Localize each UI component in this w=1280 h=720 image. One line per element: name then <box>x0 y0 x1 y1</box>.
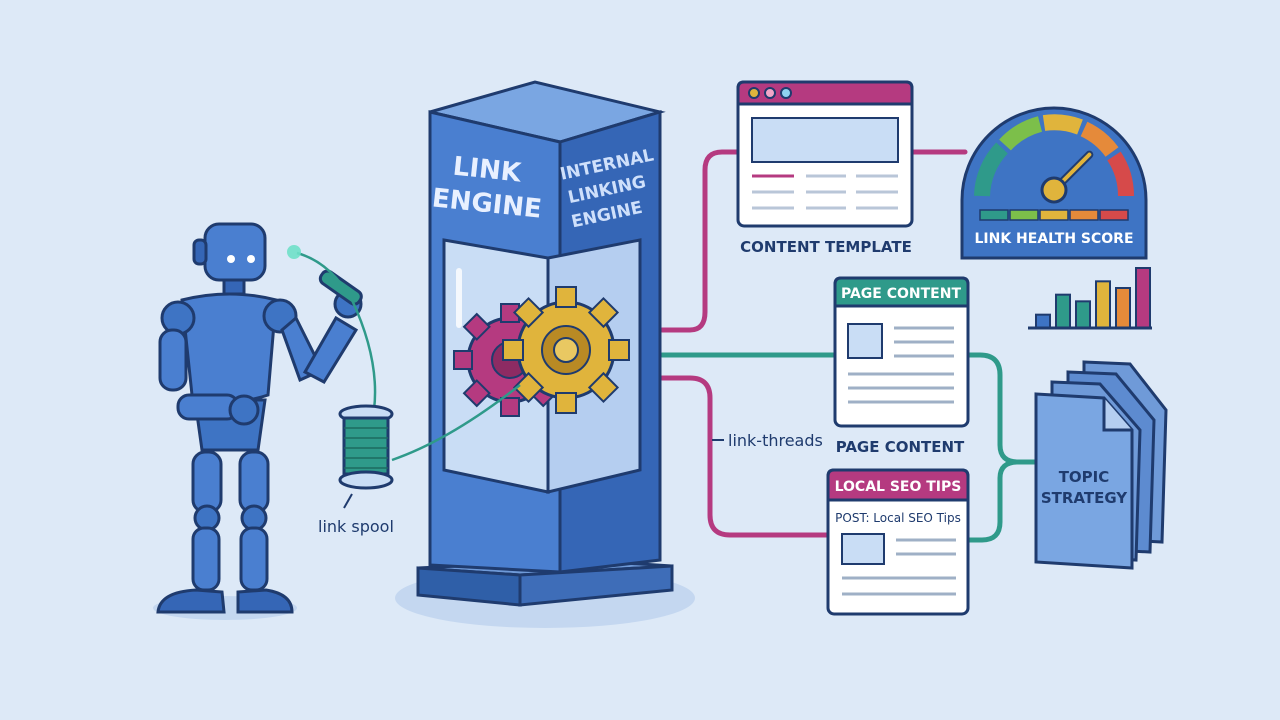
robot-foot-left <box>156 588 226 614</box>
thread-seo-to-topic <box>965 459 1021 543</box>
thread-to-template <box>659 149 741 333</box>
link-spool <box>338 404 394 490</box>
mini-bar <box>1135 267 1151 329</box>
robot-head <box>203 222 267 282</box>
robot-neck <box>222 278 246 296</box>
gear-icon-gold <box>502 286 630 414</box>
robot-forearm-right <box>302 315 359 384</box>
page-content-caption: PAGE CONTENT <box>836 438 965 456</box>
gauge-arc-segment <box>1080 121 1119 157</box>
mini-bar-chart <box>1028 267 1152 330</box>
robot-knee-right <box>240 504 268 532</box>
thread-page-to-topic <box>965 352 1043 465</box>
link-health-score-label: LINK HEALTH SCORE <box>974 231 1133 247</box>
link-spool-label: link spool <box>318 517 394 536</box>
mini-bar <box>1075 300 1091 330</box>
local-seo-card <box>826 468 970 616</box>
gauge-arc-segment <box>1042 114 1083 135</box>
gauge-arc-segment <box>1107 151 1135 197</box>
robot-knee-left <box>193 504 221 532</box>
mini-bar <box>1055 293 1071 329</box>
content-template-caption: CONTENT TEMPLATE <box>740 238 912 256</box>
spool-pointer <box>343 493 353 509</box>
gauge-scale-blocks <box>979 209 1129 221</box>
window-dot-icon <box>764 87 776 99</box>
link-threads <box>659 149 1043 543</box>
content-template-card <box>736 80 914 228</box>
robot-torso <box>180 292 278 403</box>
robot-shin-left <box>191 526 221 592</box>
mini-bar <box>1095 280 1111 330</box>
thread-strand-to-gear <box>391 384 521 462</box>
window-dot-icon <box>748 87 760 99</box>
robot-hand-left <box>228 394 260 426</box>
robot-ear <box>192 238 208 266</box>
robot-shin-right <box>239 526 269 592</box>
gauge-arc-segment <box>999 116 1043 151</box>
robot-upper-arm-left <box>158 328 188 392</box>
tower-base-side <box>518 564 674 607</box>
thread-strand <box>296 251 377 411</box>
page-content-header: PAGE CONTENT <box>841 286 961 302</box>
thread-tool <box>318 269 363 306</box>
topic-strategy-folders <box>1034 360 1168 570</box>
image-placeholder-icon <box>847 323 883 359</box>
bars-group <box>1035 267 1151 330</box>
topic-strategy-line1: TOPIC <box>1059 468 1110 486</box>
mini-bar <box>1115 287 1131 329</box>
window-dot-icon <box>780 87 792 99</box>
robot-thigh-left <box>191 450 223 514</box>
document-icon <box>1034 392 1134 570</box>
window-glare <box>456 268 462 328</box>
link-threads-label: link-threads <box>728 431 823 450</box>
mini-bar <box>1035 313 1051 329</box>
robot-foot-right <box>236 588 294 614</box>
robot-eye-left <box>227 255 235 263</box>
engine-title-line1: LINK <box>451 152 523 189</box>
page-content-card <box>833 276 970 428</box>
thread-glow <box>287 245 301 259</box>
robot-eye-right <box>247 255 255 263</box>
local-seo-header: LOCAL SEO TIPS <box>835 479 962 495</box>
link-engine-tower: LINK ENGINE INTERNAL LINKING ENGINE <box>395 80 695 628</box>
image-placeholder-icon <box>841 533 885 565</box>
link-health-gauge: LINK HEALTH SCORE <box>960 106 1148 260</box>
gauge-arc-red-segment <box>974 142 1008 197</box>
thread-to-local-seo <box>659 375 833 538</box>
robot-figure <box>153 222 363 620</box>
local-seo-post-title: POST: Local SEO Tips <box>835 511 961 525</box>
robot-thigh-right <box>238 450 270 514</box>
topic-strategy-line2: STRATEGY <box>1041 489 1128 507</box>
